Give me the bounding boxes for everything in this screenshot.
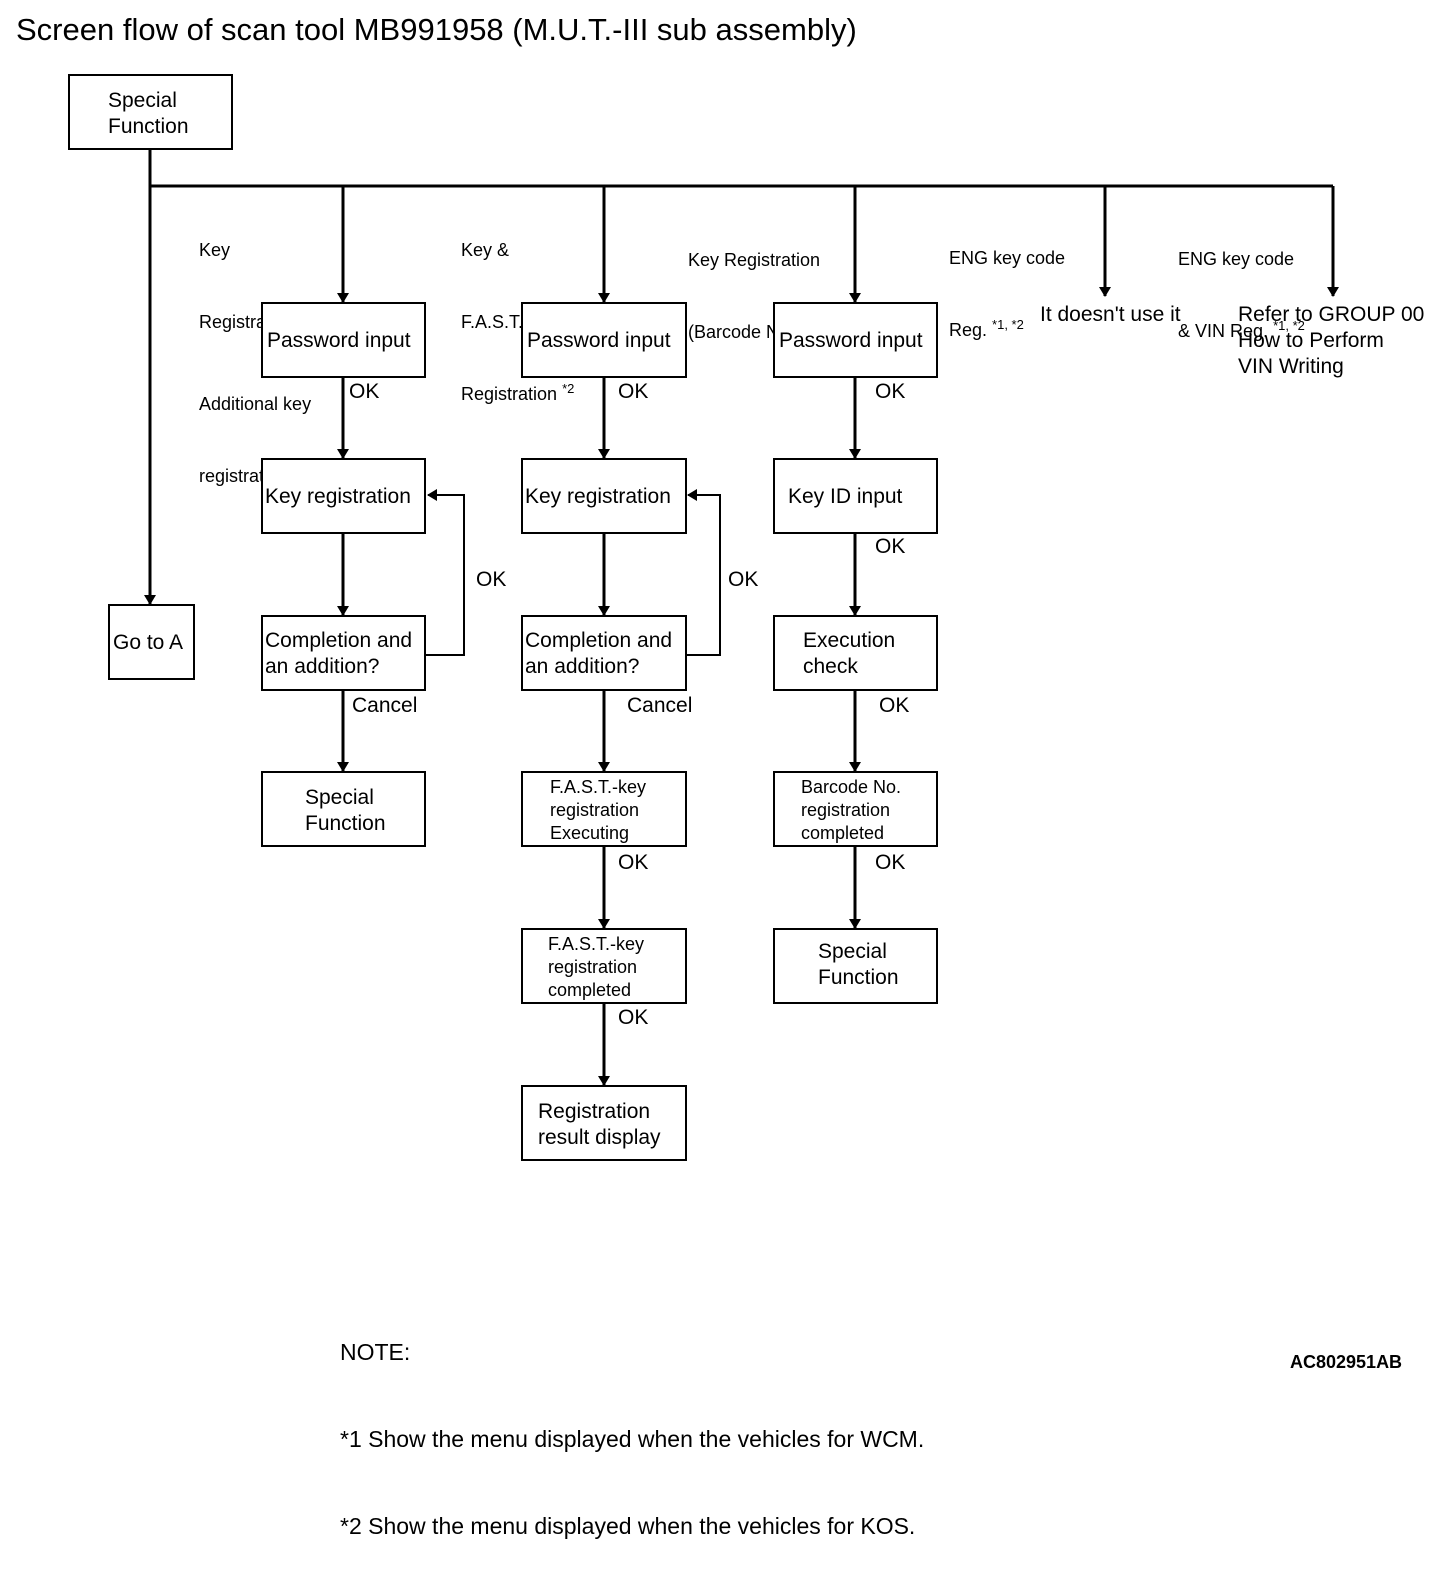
branch-4-label: ENG key code Reg. *1, *2 (949, 198, 1065, 366)
go-to-a-box[interactable]: Go to A (108, 604, 195, 680)
branch-1-line-1: Key (199, 240, 231, 260)
c1-special-function-label: Special Function (305, 786, 386, 835)
c2-password-input-box[interactable]: Password input (521, 302, 687, 378)
c2-fast-completed-label: F.A.S.T.-key registration completed (548, 934, 645, 1000)
note-line-1: *1 Show the menu displayed when the vehi… (340, 1426, 925, 1452)
note-heading: NOTE: (340, 1339, 411, 1365)
branch-5-line-2-text: & VIN Reg. (1178, 321, 1269, 341)
branch-4-line-2-text: Reg. (949, 320, 988, 340)
c3-barcode-completed-box[interactable]: Barcode No. registration completed (773, 771, 938, 847)
c2-result-display-box[interactable]: Registration result display (521, 1085, 687, 1161)
c3-key-id-input-box[interactable]: Key ID input (773, 458, 938, 534)
branch-1-line-3: Additional key (199, 394, 312, 414)
c3-barcode-completed-label: Barcode No. registration completed (801, 777, 902, 843)
c2-password-input-label: Password input (527, 329, 671, 352)
branch-4-line-1: ENG key code (949, 248, 1066, 268)
c1-ok-1: OK (349, 380, 380, 403)
c3-key-id-input-label: Key ID input (788, 485, 903, 508)
c3-execution-check-label: Execution check (803, 629, 896, 678)
note-block: NOTE: *1 Show the menu displayed when th… (340, 1280, 924, 1570)
c1-key-registration-box[interactable]: Key registration (261, 458, 426, 534)
c3-special-function-label: Special Function (818, 940, 899, 989)
c2-fast-executing-label: F.A.S.T.-key registration Executing (550, 777, 647, 843)
c2-ok-3: OK (618, 1006, 649, 1029)
c2-key-registration-label: Key registration (525, 485, 671, 508)
c3-execution-check-box[interactable]: Execution check (773, 615, 938, 691)
go-to-a-label: Go to A (113, 631, 184, 654)
branch-5-label: ENG key code & VIN Reg. *1, *2 (1178, 199, 1305, 367)
c2-completion-box[interactable]: Completion and an addition? (521, 615, 687, 691)
branch-2-line-3-text: Registration (461, 384, 558, 404)
flow-connectors (144, 148, 1339, 1086)
c2-ok-2: OK (618, 851, 649, 874)
special-function-root-label: Special Function (108, 89, 189, 138)
c2-key-registration-box[interactable]: Key registration (521, 458, 687, 534)
c1-special-function-box[interactable]: Special Function (261, 771, 426, 847)
c1-password-input-label: Password input (267, 329, 411, 352)
branch-2-line-3-sup: *2 (562, 381, 575, 396)
c3-ok-3: OK (879, 694, 910, 717)
branch-2-line-3: Registration *2 (461, 382, 574, 406)
note-line-2: *2 Show the menu displayed when the vehi… (340, 1513, 916, 1539)
c2-loop-arrow (686, 489, 721, 656)
branch-4-line-2-sup: *1, *2 (992, 317, 1024, 332)
c2-fast-executing-box[interactable]: F.A.S.T.-key registration Executing (521, 771, 687, 847)
col4-text: It doesn't use it (1040, 303, 1181, 326)
page-title: Screen flow of scan tool MB991958 (M.U.T… (16, 12, 857, 47)
c2-fast-completed-box[interactable]: F.A.S.T.-key registration completed (521, 928, 687, 1004)
c3-ok-1: OK (875, 380, 906, 403)
c3-ok-2: OK (875, 535, 906, 558)
special-function-root-box[interactable]: Special Function (68, 74, 233, 150)
c1-completion-label: Completion and an addition? (265, 629, 413, 678)
branch-5-line-1: ENG key code (1178, 249, 1295, 269)
c2-cancel: Cancel (627, 694, 693, 717)
c1-key-registration-label: Key registration (265, 485, 411, 508)
c3-ok-4: OK (875, 851, 906, 874)
figure-code: AC802951AB (1290, 1352, 1403, 1372)
c2-ok-loop: OK (728, 568, 759, 591)
c1-completion-box[interactable]: Completion and an addition? (261, 615, 426, 691)
c2-result-display-label: Registration result display (538, 1100, 661, 1149)
col5-text: Refer to GROUP 00 How to Perform VIN Wri… (1238, 303, 1425, 378)
branch-4-line-2: Reg. *1, *2 (949, 318, 1065, 342)
c3-password-input-label: Password input (779, 329, 923, 352)
branch-5-line-2-sup: *1, *2 (1273, 318, 1305, 333)
c2-ok-1: OK (618, 380, 649, 403)
c3-password-input-box[interactable]: Password input (773, 302, 938, 378)
c1-loop-arrow (425, 489, 465, 656)
c1-ok-loop: OK (476, 568, 507, 591)
branch-5-line-2: & VIN Reg. *1, *2 (1178, 319, 1305, 343)
c1-cancel: Cancel (352, 694, 418, 717)
branch-2-line-1: Key & (461, 240, 510, 260)
c2-completion-label: Completion and an addition? (525, 629, 673, 678)
branch-3-line-1: Key Registration (688, 250, 821, 270)
c1-password-input-box[interactable]: Password input (261, 302, 426, 378)
c3-special-function-box[interactable]: Special Function (773, 928, 938, 1004)
